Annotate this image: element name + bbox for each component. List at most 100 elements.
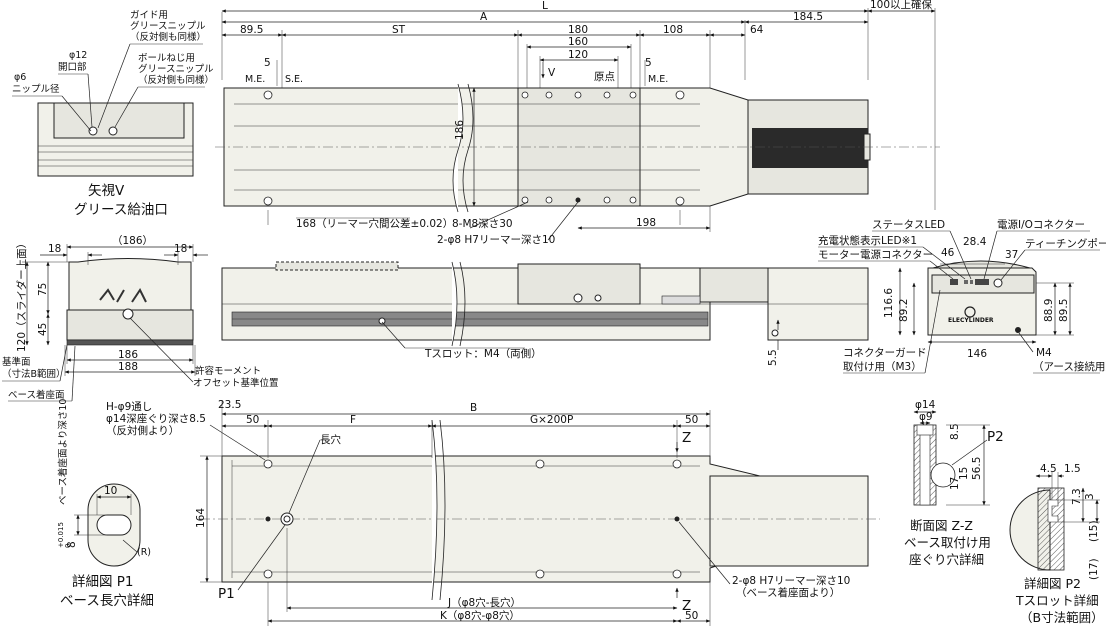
dim-116-6: 116.6 xyxy=(883,288,895,318)
section-z-top: Z xyxy=(682,430,691,446)
p1-radius: (R) xyxy=(137,547,151,558)
label-ball-grease-1: ボールねじ用 xyxy=(138,53,195,64)
bottom-view: B 23.5 50 F G×200P 50 164 Z Z H-φ9通し φ14… xyxy=(106,399,880,626)
zz-dim-9: φ9 xyxy=(919,411,933,423)
label-teaching-port: ティーチングポート xyxy=(1025,237,1106,250)
brand-logo: ELECYLINDER xyxy=(948,317,994,324)
dim-88-9: 88.9 xyxy=(1043,299,1055,322)
motor-power-connector-icon xyxy=(950,279,958,285)
p1-dim-8: 8 xyxy=(66,541,78,548)
dim-45: 45 xyxy=(37,323,49,336)
p2-dim-3: 3 xyxy=(1084,493,1096,500)
label-tapped-holes: 8-M8深さ30 xyxy=(452,218,513,230)
label-guard-2: 取付け用（M3） xyxy=(843,360,922,373)
view-v-subtitle: グリース給油口 xyxy=(74,202,168,218)
label-moment-2: オフセット基準位置 xyxy=(193,377,279,389)
p1-depth: ベース着座面より深さ10 xyxy=(57,399,69,505)
p2-subtitle2: （B寸法範囲） xyxy=(1020,610,1104,625)
clearance-label: 100以上確保 xyxy=(870,0,933,11)
label-through-1: H-φ9通し xyxy=(106,401,152,413)
zz-dim-17: 17 xyxy=(949,477,961,490)
dim-L: L xyxy=(542,0,548,12)
dim-184-5: 184.5 xyxy=(793,11,823,23)
label-view-v: V xyxy=(548,67,556,79)
label-slot: 長穴 xyxy=(320,433,341,446)
dim-188: 188 xyxy=(118,361,138,373)
zz-dim-15: 15 xyxy=(958,467,970,480)
dim-A: A xyxy=(480,11,488,23)
detail-p2: 4.5 1.5 7.3 3 (15) (17) 詳細図 P2 Tスロット詳細 （… xyxy=(1009,463,1104,625)
dim-28-4: 28.4 xyxy=(963,236,987,248)
dim-18-left: 18 xyxy=(48,243,61,255)
label-base-seat: ベース着座面 xyxy=(8,389,65,401)
dim-5-right: 5 xyxy=(645,57,652,69)
p1-title: 詳細図 P1 xyxy=(72,574,134,590)
p1-tol-lo: 0 xyxy=(64,544,72,548)
p2-title: 詳細図 P2 xyxy=(1024,576,1081,591)
label-opening-1: φ12 xyxy=(69,50,87,61)
dim-146: 146 xyxy=(967,348,987,360)
label-t-slot: Tスロット：M4（両側） xyxy=(424,347,542,360)
section-zz: φ14 φ9 8.5 17 15 56.5 P2 断面図 Z-Z ベース取付け用… xyxy=(904,399,1004,567)
label-charge-led: 充電状態表示LED※1 xyxy=(818,234,917,247)
dim-23-5: 23.5 xyxy=(218,399,241,411)
p2-dim-1-5: 1.5 xyxy=(1064,463,1081,475)
dim-160: 160 xyxy=(568,36,588,48)
view-v-title: 矢視V xyxy=(88,183,125,199)
dim-89-2: 89.2 xyxy=(898,299,910,322)
label-motor-connector: モーター電源コネクター xyxy=(818,248,933,261)
label-reamer-top: 2-φ8 H7リーマー深さ10 xyxy=(437,234,555,246)
dim-120-slider-top: 120（スライダー上面） xyxy=(15,238,28,352)
label-se: S.E. xyxy=(285,74,303,85)
p1-subtitle: ベース長穴詳細 xyxy=(60,593,154,609)
zz-dim-8-5: 8.5 xyxy=(949,423,961,440)
label-p1: P1 xyxy=(218,586,235,602)
dim-75: 75 xyxy=(37,283,49,296)
dim-186-paren: （186） xyxy=(112,235,153,247)
dim-120: 120 xyxy=(568,49,588,61)
label-me-left: M.E. xyxy=(245,74,265,85)
label-datum-range: （寸法B範囲） xyxy=(2,368,66,380)
dim-50-b: 50 xyxy=(685,414,698,426)
dim-G-pitch: G×200P xyxy=(530,414,573,426)
slot-hole-icon xyxy=(280,512,294,526)
dim-ST: ST xyxy=(392,24,406,36)
p2-dim-4-5: 4.5 xyxy=(1040,463,1057,475)
label-earth-2: （アース接続用） xyxy=(1033,360,1106,373)
dim-164: 164 xyxy=(195,508,207,528)
side-view: Tスロット：M4（両側） 5.5 xyxy=(221,261,869,366)
zz-dim-56-5: 56.5 xyxy=(971,457,983,480)
dim-F: F xyxy=(350,414,356,426)
p1-tol-hi: +0.015 xyxy=(57,522,65,548)
dim-64: 64 xyxy=(750,24,764,36)
end-view: （186） 18 18 75 45 120（スライダー上面） 186 188 基… xyxy=(2,235,279,402)
top-view: L 100以上確保 A 89.5 ST 180 108 64 184.5 160… xyxy=(215,0,940,246)
dim-198: 198 xyxy=(636,217,656,229)
dim-5-left: 5 xyxy=(264,57,271,69)
dim-37: 37 xyxy=(1005,249,1018,261)
p2-dim-7-3: 7.3 xyxy=(1071,488,1083,505)
dim-18-right: 18 xyxy=(174,243,187,255)
heatsink-fins xyxy=(752,128,868,168)
io-connector-icon xyxy=(975,279,989,285)
label-me-right: M.E. xyxy=(648,74,668,85)
p2-dim-15: (15) xyxy=(1088,520,1100,542)
dim-89-5-motor: 89.5 xyxy=(1058,299,1070,322)
reamer-hole-bottom-icon xyxy=(265,516,271,522)
guide-grease-nipple-icon xyxy=(88,126,98,136)
ball-screw-grease-nipple-icon xyxy=(108,126,118,136)
detail-p1: 10 (R) 8 +0.015 0 ベース着座面より深さ10 詳細図 P1 ベー… xyxy=(57,399,154,609)
label-guide-grease-2: グリースニップル xyxy=(130,20,206,32)
label-guide-grease-3: （反対側も同様） xyxy=(130,31,206,43)
label-ball-grease-2: グリースニップル xyxy=(138,63,214,75)
dim-89-5: 89.5 xyxy=(240,24,263,36)
label-ball-grease-3: （反対側も同様） xyxy=(138,74,214,86)
charge-led-icon xyxy=(964,280,968,284)
label-datum: 基準面 xyxy=(2,356,31,368)
zz-subtitle2: 座ぐり穴詳細 xyxy=(909,552,984,567)
zz-dim-14: φ14 xyxy=(915,399,936,411)
label-through-2: φ14深座ぐり深さ8.5 xyxy=(106,412,206,425)
dim-50-c: 50 xyxy=(685,610,698,622)
p1-dim-10: 10 xyxy=(104,485,117,497)
